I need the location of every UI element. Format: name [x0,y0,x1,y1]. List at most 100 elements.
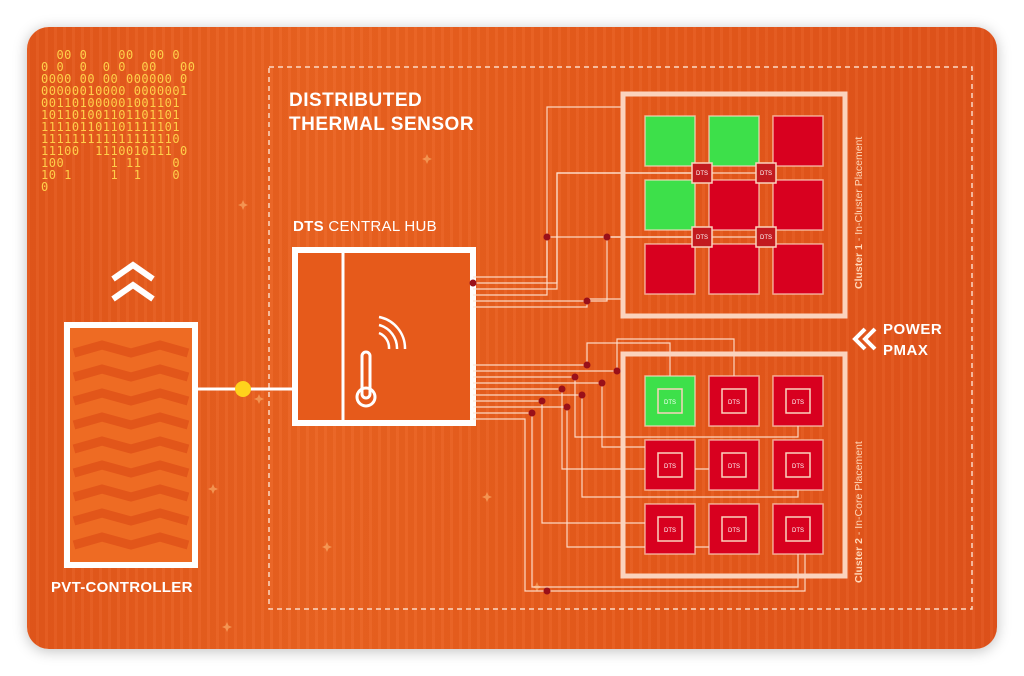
core-sensor-box [785,452,811,478]
signal-wave-icon [378,315,407,350]
sparkle-star-icon [322,542,332,552]
hub-cluster2-wire [473,342,671,401]
sensor-tag: DTS [664,464,676,470]
cluster-2-core [708,439,760,491]
power-label: POWER PMAX [883,319,942,361]
core-sensor-box [657,452,683,478]
sensor-tag: DTS [664,400,676,406]
cluster-2-core [644,375,696,427]
sensor-tag: DTS [792,528,804,534]
cluster-1-core [644,243,696,295]
cluster-1-core [708,179,760,231]
sparkle-star-icon [254,394,264,404]
sparkle-star-icon [482,492,492,502]
sensor-tag: DTS [792,400,804,406]
sensor-tag: DTS [728,400,740,406]
binary-row: 100 1 11 0 [41,156,181,170]
controller-zigzag-stripe [72,340,190,358]
cluster-1-label-strong: Cluster 1 [853,244,865,289]
wire-junction-node [571,373,579,381]
cluster-sensor-box [755,226,777,248]
cluster-1-label: Cluster 1 - In-Cluster Placement [853,137,865,289]
wire-junction-node [528,409,536,417]
controller-zigzag-stripe [72,412,190,430]
dts-region-border [268,66,973,610]
binary-row: 101101001101101101 [41,108,181,122]
binary-row: 11100 1110010111 0 [41,144,188,158]
title-line-1: DISTRIBUTED [289,90,423,111]
controller-zigzag-stripe [72,388,190,406]
hub-label: DTS CENTRAL HUB [293,218,437,235]
controller-zigzag-stripe [72,532,190,550]
wire-junction-node [543,233,551,241]
cluster-sensor-box [691,162,713,184]
hub-cluster1-wire [473,106,623,278]
sensor-tag: DTS [728,464,740,470]
cluster-2-core [644,439,696,491]
sparkle-star-icon [208,484,218,494]
wire-junction-node [563,403,571,411]
cluster-2-label-rest: - In-Core Placement [853,441,865,539]
sensor-tag: DTS [760,171,772,177]
controller-zigzag-stripe [72,508,190,526]
controller-zigzag-stripe [72,484,190,502]
diagram-title: DISTRIBUTED THERMAL SENSOR [289,89,474,137]
core-sensor-box [657,388,683,414]
sensor-tag: DTS [760,235,772,241]
binary-row: 00 0 00 00 0 [41,48,181,62]
cluster-2-core [644,503,696,555]
sensor-tag: DTS [728,528,740,534]
hub-cluster1-wire [473,236,766,302]
signal-wave-icon [378,331,391,350]
power-line-1: POWER [883,321,943,338]
chevron-up-icon [111,281,155,302]
cluster-1-outline [620,91,848,319]
cluster-1-core [644,179,696,231]
power-chevron-icon [862,327,877,351]
cluster-2-core [708,375,760,427]
controller-label: PVT-CONTROLLER [51,579,193,596]
title-line-2: THERMAL SENSOR [289,114,475,135]
cluster-1-label-rest: - In-Cluster Placement [853,136,865,245]
cluster-1-core [708,243,760,295]
wire-junction-node [583,361,591,369]
binary-row: 001101000001001101 [41,96,181,110]
wire-junction-node [613,367,621,375]
wire-junction-node [558,385,566,393]
wire-junction-node [603,233,611,241]
core-sensor-box [721,452,747,478]
core-sensor-box [785,516,811,542]
sparkle-star-icon [222,622,232,632]
hub-label-rest: CENTRAL HUB [323,218,437,235]
sensor-tag: DTS [696,171,708,177]
hub-cluster1-wire [473,172,766,290]
chevron-up-icon [111,261,155,282]
power-line-2: PMAX [883,342,929,359]
hub-cluster1-wire [473,298,623,308]
cluster-sensor-box [691,226,713,248]
hub-cluster2-wire [473,412,799,588]
sparkle-star-icon [238,200,248,210]
wire-junction-node [469,279,477,287]
cluster-sensor-box [755,162,777,184]
binary-row: 111111111111111110 [41,132,181,146]
controller-zigzag-stripe [72,460,190,478]
power-chevron-icon [852,327,867,351]
cluster-2-core [772,503,824,555]
cluster-2-core [772,375,824,427]
hub-label-strong: DTS [293,218,324,235]
wire-junction-node [578,391,586,399]
binary-row: 0000 00 00 000000 0 [41,72,188,86]
cluster-2-label-strong: Cluster 2 [853,538,865,583]
wire-junction-node [543,587,551,595]
hub-cluster2-wire [473,418,806,592]
sensor-tag: DTS [792,464,804,470]
hub-cluster2-wire [473,338,735,401]
binary-row: 0 0 0 0 0 00 00 [41,60,196,74]
cluster-2-label: Cluster 2 - In-Core Placement [853,441,865,583]
cluster-1-core [772,179,824,231]
link-junction-node [235,381,251,397]
